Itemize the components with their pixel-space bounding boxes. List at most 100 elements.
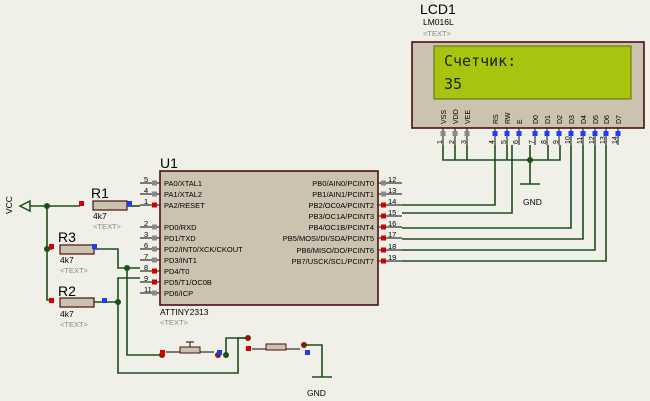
mcu-pin-5-label: PA0/XTAL1 xyxy=(164,179,202,188)
mcu-pin-2-marker xyxy=(152,224,157,230)
mcu-pin-19-number: 19 xyxy=(388,253,396,262)
r2-tag: <TEXT> xyxy=(60,320,89,329)
mcu-pin-7-marker xyxy=(152,257,157,263)
lcd-pin-7-number: 7 xyxy=(529,140,536,144)
mcu-pin-8-marker xyxy=(152,268,157,274)
mcu-pin-8-number: 8 xyxy=(144,263,148,272)
r3-body xyxy=(59,244,95,255)
vcc-arrow-icon xyxy=(18,199,31,213)
lcd-pin-11-marker xyxy=(580,131,586,136)
mcu-pin-6-number: 6 xyxy=(144,241,148,250)
mcu-pin-17-marker xyxy=(381,235,386,241)
lcd-pin-3-number: 3 xyxy=(461,140,468,144)
resistor-r2[interactable]: R2 4k7 <TEXT> xyxy=(58,283,95,329)
lcd-pin-3-marker xyxy=(464,131,470,136)
mcu-pin-9-label: PD5/T1/OC0B xyxy=(164,278,212,287)
mcu-body xyxy=(159,170,379,306)
lcd-pin-11-number: 11 xyxy=(577,137,584,144)
lcd-pin-6-number: 6 xyxy=(513,140,520,144)
mcu-pin-15-label: PB3/OC1A/PCINT3 xyxy=(309,212,374,221)
mcu-pin-2-number: 2 xyxy=(144,219,148,228)
lcd-pin-5-marker xyxy=(504,131,510,136)
lcd-pin-7-name: D0 xyxy=(533,115,540,124)
mcu-pin-11-marker xyxy=(152,290,157,296)
mcu-pin-14-marker xyxy=(381,202,386,208)
lcd-pin-4-name: RS xyxy=(493,114,500,124)
mcu-pin-5-marker xyxy=(152,180,157,186)
mcu-pin-1-label: PA2/RESET xyxy=(164,201,205,210)
mcu-pin-18-marker xyxy=(381,247,386,253)
r2-body xyxy=(59,297,95,308)
mcu-part: ATTINY2313 xyxy=(160,307,209,317)
mcu-pin-15-number: 15 xyxy=(388,208,396,217)
mcu-pin-13-marker xyxy=(381,191,386,197)
mcu-left-pin-group: PA0/XTAL15PA1/XTAL24PA2/RESET1PD0/RXD2PD… xyxy=(140,175,243,298)
mcu-pin-3-label: PD1/TXD xyxy=(164,234,196,243)
mcu-pin-12-number: 12 xyxy=(388,175,396,184)
mcu-pin-9-marker xyxy=(152,279,157,285)
mcu-pin-6-label: PD2/INT0/XCK/CKOUT xyxy=(164,245,243,254)
r3-tag: <TEXT> xyxy=(60,266,89,275)
r3-value: 4k7 xyxy=(60,255,74,265)
vcc-terminal[interactable]: VCC xyxy=(4,196,31,214)
lcd-pin-5-number: 5 xyxy=(501,140,508,144)
lcd-pin-8-marker xyxy=(544,131,550,136)
mcu-pin-18-number: 18 xyxy=(388,242,396,251)
mcu-pin-2-label: PD0/RXD xyxy=(164,223,197,232)
lcd-pin-11-name: D4 xyxy=(581,115,588,124)
lcd-ref: LCD1 xyxy=(420,1,456,17)
wire-net xyxy=(30,145,607,374)
mcu-pin-15-marker xyxy=(381,213,386,219)
mcu-pin-6-marker xyxy=(152,246,157,252)
mcu-pin-4-marker xyxy=(152,191,157,197)
r1-value: 4k7 xyxy=(93,211,107,221)
lcd-pin-9-name: D2 xyxy=(557,115,564,124)
lcd-pin-1-marker xyxy=(440,131,446,136)
ground-symbol-lcd: GND xyxy=(520,178,542,207)
pushbutton-switch-2[interactable] xyxy=(245,335,323,355)
mcu-pin-4-label: PA1/XTAL2 xyxy=(164,190,202,199)
mcu-ref: U1 xyxy=(160,155,178,171)
mcu-pin-12-label: PB0/AIN0/PCINT0 xyxy=(312,179,374,188)
mcu-tag: <TEXT> xyxy=(160,318,189,327)
r1-tag: <TEXT> xyxy=(93,222,122,231)
lcd-pin-9-marker xyxy=(556,131,562,136)
lcd-pin-14-number: 14 xyxy=(612,136,619,144)
lcd-pin-13-number: 13 xyxy=(600,136,607,144)
lcd-pin-8-number: 8 xyxy=(541,140,548,144)
lcd-pin-1-name: VSS xyxy=(441,110,448,124)
lcd-module[interactable]: LCD1 LM016L <TEXT> Счетчик: 35 VSS1VDD2V… xyxy=(411,1,645,145)
lcd-tag: <TEXT> xyxy=(423,29,452,38)
lcd-screen xyxy=(433,45,632,100)
mcu-pin-7-number: 7 xyxy=(144,252,148,261)
r2-ref: R2 xyxy=(58,283,76,299)
lcd-pin-14-name: D7 xyxy=(616,115,623,124)
mcu-pin-9-number: 9 xyxy=(144,274,148,283)
lcd-pin-group: VSS1VDD2VEE3RS4RW5E6D07D18D29D310D411D51… xyxy=(437,109,623,145)
lcd-pin-10-number: 10 xyxy=(565,136,572,144)
lcd-pin-6-marker xyxy=(516,131,522,136)
mcu-pin-19-marker xyxy=(381,258,386,264)
lcd-pin-4-number: 4 xyxy=(489,140,496,144)
ground-symbol-switch: GND xyxy=(307,372,332,398)
mcu-pin-14-label: PB2/OC0A/PCINT2 xyxy=(309,201,374,210)
lcd-pin-2-number: 2 xyxy=(449,140,456,144)
mcu-pin-18-label: PB6/MISO/DO/PCINT6 xyxy=(296,246,374,255)
pushbutton-switch-1[interactable] xyxy=(159,341,221,358)
mcu-pin-17-label: PB5/MOSI/DI/SDA/PCINT5 xyxy=(283,234,374,243)
mcu-pin-5-number: 5 xyxy=(144,175,148,184)
mcu-pin-4-number: 4 xyxy=(144,186,148,195)
mcu-attiny2313[interactable]: U1 ATTINY2313 <TEXT> PA0/XTAL1 5PA1/XTAL2… xyxy=(140,155,402,327)
lcd-line-2: 35 xyxy=(444,75,462,93)
lcd-line-1: Счетчик: xyxy=(444,52,516,70)
mcu-pin-11-number: 11 xyxy=(144,285,152,294)
vcc-label: VCC xyxy=(4,196,14,214)
gnd-label-2: GND xyxy=(307,388,326,398)
mcu-pin-16-label: PB4/OC1B/PCINT4 xyxy=(309,223,374,232)
mcu-pin-16-marker xyxy=(381,224,386,230)
resistor-r1[interactable]: R1 4k7 <TEXT> xyxy=(91,185,128,231)
lcd-pin-2-name: VDD xyxy=(453,109,460,124)
resistor-r3[interactable]: R3 4k7 <TEXT> xyxy=(58,229,95,275)
lcd-pin-10-name: D3 xyxy=(569,115,576,124)
